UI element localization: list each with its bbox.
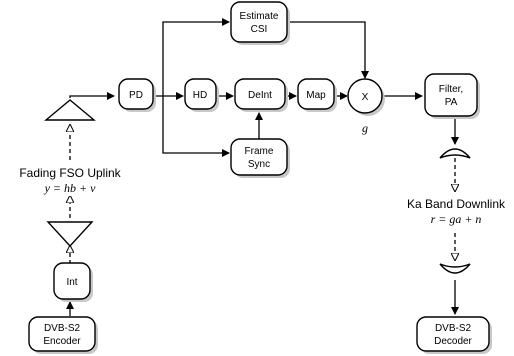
encoder-label-2: Encoder [43,336,81,347]
encoder-block: DVB-S2 Encoder [28,316,98,354]
downlink-caption: Ka Band Downlink r = ga + n [398,196,512,230]
arrow-csi-to-mult [287,21,369,79]
downlink-transmit-dish [439,148,471,159]
filter-pa-label-2: PA [445,97,458,108]
estimate-csi-label-1: Estimate [240,11,279,22]
decoder-label-1: DVB-S2 [435,323,472,334]
estimate-csi-label-2: CSI [251,24,268,35]
filter-pa-block: Filter, PA [424,73,480,119]
estimate-csi-block: Estimate CSI [230,1,290,45]
gain-label: g [362,121,368,135]
uplink-equation: y = hb + v [44,181,97,195]
pd-block: PD [118,78,156,112]
map-label: Map [306,90,326,101]
pd-label: PD [129,90,143,101]
connectors [66,18,459,316]
multiplier-node: X [347,78,385,116]
int-block: Int [53,262,93,302]
frame-sync-label-1: Frame [245,146,274,157]
decoder-label-2: Decoder [434,336,472,347]
filter-pa-label-1: Filter, [439,84,463,95]
downlink-receive-dish [439,263,471,274]
uplink-caption: Fading FSO Uplink y = hb + v [6,164,134,196]
arrow-pd-to-estimate-csi [162,18,230,96]
map-block: Map [297,78,337,112]
frame-sync-label-2: Sync [248,159,270,170]
downlink-title: Ka Band Downlink [407,197,506,211]
multiplier-label: X [362,92,369,103]
encoder-label-1: DVB-S2 [44,323,81,334]
deint-block: DeInt [234,78,288,112]
hd-label: HD [193,90,207,101]
uplink-transmitter-aperture [46,221,94,248]
arrow-receiver-to-pd [69,92,115,100]
int-label: Int [66,277,77,288]
arrow-pd-to-frame-sync [162,96,230,157]
hd-block: HD [184,78,219,112]
downlink-equation: r = ga + n [431,212,482,226]
deint-label: DeInt [248,90,272,101]
decoder-block: DVB-S2 Decoder [416,316,492,354]
frame-sync-block: Frame Sync [230,138,290,178]
uplink-receiver-aperture [44,99,96,121]
uplink-title: Fading FSO Uplink [19,166,121,180]
